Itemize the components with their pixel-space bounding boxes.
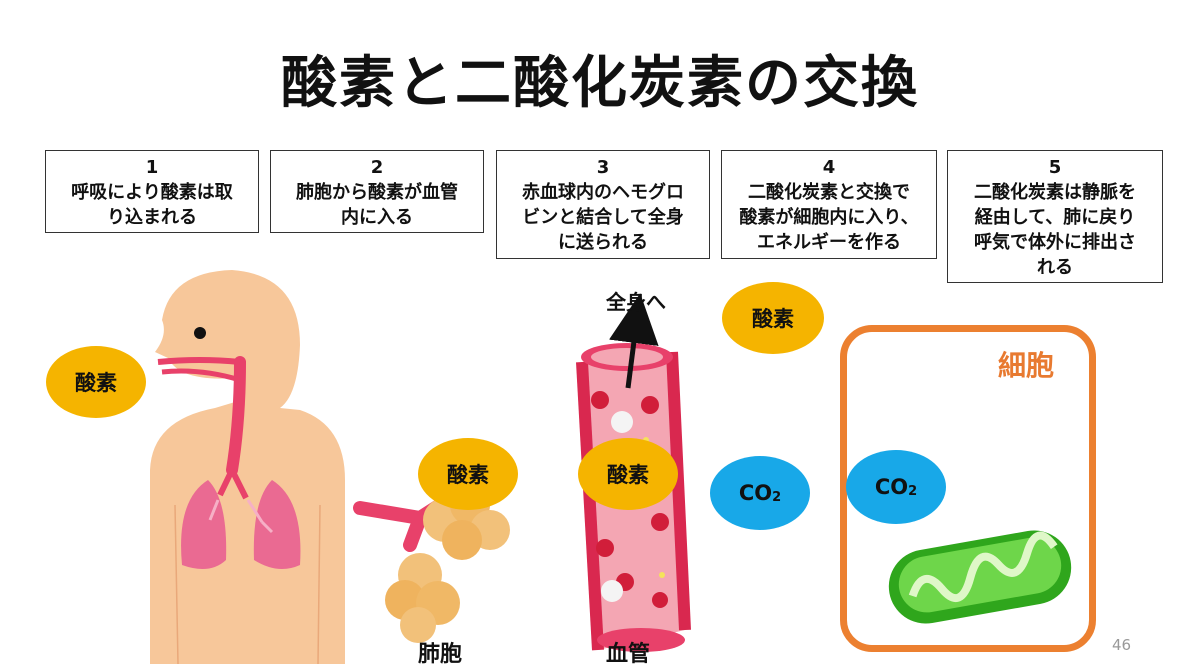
step-box-5: 5 二酸化炭素は静脈を 経由して、肺に戻り 呼気で体外に排出さ れる [947,150,1163,283]
step-text: 二酸化炭素は静脈を 経由して、肺に戻り 呼気で体外に排出さ れる [974,182,1136,278]
step-number: 2 [370,157,384,178]
step-text: 赤血球内のヘモグロ ビンと結合して全身 に送られる [522,182,684,253]
step-box-3: 3 赤血球内のヘモグロ ビンと結合して全身 に送られる [496,150,710,259]
step-number: 3 [596,157,610,178]
step-text: 肺胞から酸素が血管 内に入る [296,182,458,228]
oxygen-bubble-nose: 酸素 [46,346,146,418]
co2-subscript: 2 [772,489,782,505]
human-body-illustration [150,270,345,664]
step-text: 呼吸により酸素は取 り込まれる [71,182,233,228]
co2-subscript: 2 [908,483,918,499]
step-box-1: 1 呼吸により酸素は取 り込まれる [45,150,259,233]
blood-vessel-illustration [576,293,691,652]
step-number: 4 [822,157,836,178]
step-box-4: 4 二酸化炭素と交換で 酸素が細胞内に入り、 エネルギーを作る [721,150,937,259]
oxygen-bubble-cell: 酸素 [722,282,824,354]
mitochondria-icon [888,530,1072,624]
step-number: 1 [145,157,159,178]
step-text: 二酸化炭素と交換で 酸素が細胞内に入り、 エネルギーを作る [739,182,919,253]
alveoli-caption: 肺胞 [418,642,463,667]
slide-title: 酸素と二酸化炭素の交換 [281,51,919,116]
oxygen-bubble-vessel: 酸素 [578,438,678,510]
blood-vessel-caption: 血管 [606,642,651,667]
co2-text: CO [738,481,773,505]
cell-boundary [840,325,1096,652]
step-box-2: 2 肺胞から酸素が血管 内に入る [270,150,484,233]
co2-text: CO [874,475,909,499]
alveoli-illustration [353,485,510,643]
page-number: 46 [1112,636,1132,654]
cell-label: 細胞 [998,349,1055,382]
step-number: 5 [1048,157,1062,178]
to-body-label: 全身へ [606,290,666,314]
oxygen-bubble-alveoli: 酸素 [418,438,518,510]
